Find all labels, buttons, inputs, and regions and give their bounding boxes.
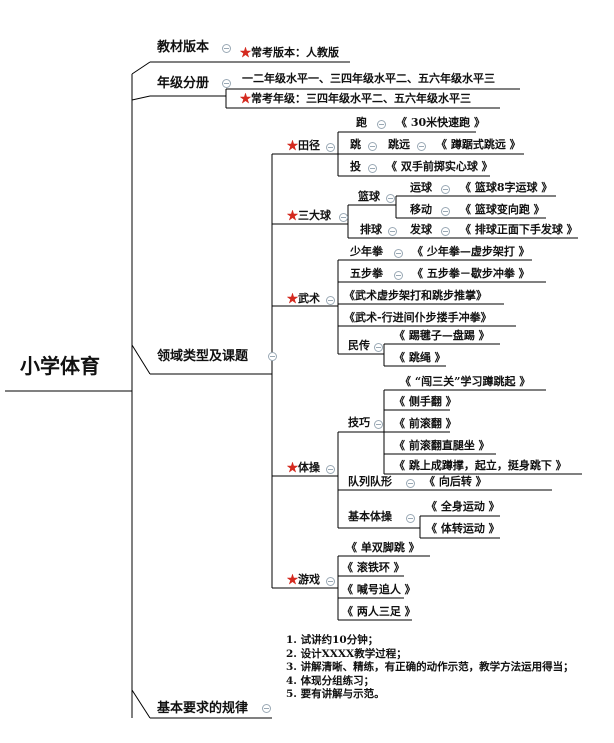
collapse-circle-icon[interactable] bbox=[268, 352, 277, 361]
jump-sub[interactable]: 跳远 bbox=[388, 138, 410, 151]
jump-node[interactable]: 跳 bbox=[350, 138, 361, 151]
collapse-circle-icon[interactable] bbox=[222, 79, 231, 88]
grades-item-common-label: 常考年级：三四年级水平二、五六年级水平三 bbox=[251, 92, 471, 105]
collapse-circle-icon[interactable] bbox=[388, 227, 397, 236]
queue-topic[interactable]: 《 向后转 》 bbox=[424, 475, 487, 488]
balls-label: 三大球 bbox=[298, 209, 331, 222]
collapse-circle-icon[interactable] bbox=[222, 44, 231, 53]
collapse-circle-icon[interactable] bbox=[262, 704, 271, 713]
collapse-circle-icon[interactable] bbox=[394, 249, 403, 258]
games-topic-1[interactable]: 《 单双脚跳 》 bbox=[346, 541, 420, 554]
collapse-circle-icon[interactable] bbox=[386, 194, 395, 203]
throw-node[interactable]: 投 bbox=[350, 160, 361, 173]
run-topic[interactable]: 《 30米快速跑 》 bbox=[396, 116, 485, 129]
red-star-icon: ★ bbox=[287, 573, 298, 586]
domains-node[interactable]: 领域类型及课题 bbox=[157, 349, 249, 364]
serve-topic[interactable]: 《 排球正面下手发球 》 bbox=[460, 223, 578, 236]
jump-topic[interactable]: 《 蹲踞式跳远 》 bbox=[436, 138, 521, 151]
rule-item: 4. 体现分组练习； bbox=[286, 674, 375, 687]
skill-topic-3[interactable]: 《 前滚翻 》 bbox=[394, 417, 457, 430]
games-label: 游戏 bbox=[298, 573, 320, 586]
root-node[interactable]: 小学体育 bbox=[20, 354, 100, 378]
collapse-circle-icon[interactable] bbox=[326, 465, 335, 474]
skill-topic-2[interactable]: 《 侧手翻 》 bbox=[394, 395, 457, 408]
edition-item[interactable]: ★常考版本：人教版 bbox=[240, 46, 339, 60]
gym-node[interactable]: ★体操 bbox=[287, 461, 320, 475]
athletics-label: 田径 bbox=[298, 139, 320, 152]
rules-text: 1. 试讲约10分钟； 2. 设计XXXX教学过程； 3. 讲解清晰、精练，有正… bbox=[286, 634, 586, 702]
shaonian-node[interactable]: 少年拳 bbox=[350, 245, 383, 258]
athletics-node[interactable]: ★田径 bbox=[287, 139, 320, 153]
red-star-icon: ★ bbox=[287, 209, 298, 222]
collapse-circle-icon[interactable] bbox=[368, 164, 377, 173]
throw-topic[interactable]: 《 双手前掷实心球 》 bbox=[386, 160, 493, 173]
gym-label: 体操 bbox=[298, 461, 320, 474]
collapse-circle-icon[interactable] bbox=[368, 142, 377, 151]
games-node[interactable]: ★游戏 bbox=[287, 573, 320, 587]
run-node[interactable]: 跑 bbox=[356, 116, 367, 129]
games-topic-3[interactable]: 《 喊号追人 》 bbox=[342, 583, 416, 596]
basic-topic-2[interactable]: 《 体转运动 》 bbox=[426, 522, 500, 535]
edition-item-label: 常考版本：人教版 bbox=[251, 46, 339, 59]
move-topic[interactable]: 《 篮球变向跑 》 bbox=[460, 203, 545, 216]
folk-topic-2[interactable]: 《 跳绳 》 bbox=[394, 351, 446, 364]
collapse-circle-icon[interactable] bbox=[394, 271, 403, 280]
folk-node[interactable]: 民传 bbox=[348, 339, 370, 352]
skill-topic-1[interactable]: 《 “闯三关”学习蹲跳起 》 bbox=[400, 375, 531, 388]
wushu-topic-1[interactable]: 《武术虚步架打和跳步推掌》 bbox=[344, 289, 487, 302]
collapse-circle-icon[interactable] bbox=[377, 120, 386, 129]
rule-item: 5. 要有讲解与示范。 bbox=[286, 688, 385, 700]
collapse-circle-icon[interactable] bbox=[441, 207, 450, 216]
grades-item-all[interactable]: 一二年级水平一、三四年级水平二、五六年级水平三 bbox=[242, 72, 495, 85]
collapse-circle-icon[interactable] bbox=[374, 343, 383, 352]
grades-item-common[interactable]: ★常考年级：三四年级水平二、五六年级水平三 bbox=[240, 92, 471, 106]
collapse-circle-icon[interactable] bbox=[406, 479, 415, 488]
rule-item: 3. 讲解清晰、精练，有正确的动作示范，教学方法运用得当； bbox=[286, 661, 574, 673]
rule-item: 2. 设计XXXX教学过程； bbox=[286, 647, 407, 660]
red-star-icon: ★ bbox=[240, 46, 251, 59]
basic-topic-1[interactable]: 《 全身运动 》 bbox=[426, 500, 500, 513]
grades-node[interactable]: 年级分册 bbox=[157, 76, 210, 91]
serve-node[interactable]: 发球 bbox=[410, 223, 432, 236]
red-star-icon: ★ bbox=[240, 92, 251, 105]
folk-topic-1[interactable]: 《 踢毽子—盘踢 》 bbox=[394, 329, 490, 342]
skill-node[interactable]: 技巧 bbox=[348, 416, 370, 429]
games-topic-4[interactable]: 《 两人三足 》 bbox=[342, 605, 416, 618]
rules-node[interactable]: 基本要求的规律 bbox=[157, 701, 249, 716]
dribble-topic[interactable]: 《 篮球8字运球 》 bbox=[460, 181, 553, 194]
collapse-circle-icon[interactable] bbox=[326, 143, 335, 152]
collapse-circle-icon[interactable] bbox=[441, 227, 450, 236]
move-node[interactable]: 移动 bbox=[410, 203, 432, 216]
collapse-circle-icon[interactable] bbox=[326, 577, 335, 586]
wushu-node[interactable]: ★武术 bbox=[287, 292, 320, 306]
skill-topic-5[interactable]: 《 跳上成蹲撑，起立，挺身跳下 》 bbox=[394, 459, 567, 472]
wushu-label: 武术 bbox=[298, 292, 320, 305]
red-star-icon: ★ bbox=[287, 139, 298, 152]
collapse-circle-icon[interactable] bbox=[406, 514, 415, 523]
collapse-circle-icon[interactable] bbox=[374, 420, 383, 429]
collapse-circle-icon[interactable] bbox=[417, 142, 426, 151]
collapse-circle-icon[interactable] bbox=[441, 185, 450, 194]
wubu-node[interactable]: 五步拳 bbox=[350, 267, 383, 280]
queue-node[interactable]: 队列队形 bbox=[348, 475, 392, 488]
basic-node[interactable]: 基本体操 bbox=[348, 510, 392, 523]
red-star-icon: ★ bbox=[287, 292, 298, 305]
collapse-circle-icon[interactable] bbox=[339, 213, 348, 222]
red-star-icon: ★ bbox=[287, 461, 298, 474]
skill-topic-4[interactable]: 《 前滚翻直腿坐 》 bbox=[394, 439, 490, 452]
edition-node[interactable]: 教材版本 bbox=[157, 40, 210, 55]
games-topic-2[interactable]: 《 滚铁环 》 bbox=[342, 561, 405, 574]
dribble-node[interactable]: 运球 bbox=[410, 181, 432, 194]
volleyball-node[interactable]: 排球 bbox=[360, 223, 382, 236]
rule-item: 1. 试讲约10分钟； bbox=[286, 634, 379, 646]
balls-node[interactable]: ★三大球 bbox=[287, 209, 331, 223]
basketball-node[interactable]: 篮球 bbox=[358, 190, 380, 203]
collapse-circle-icon[interactable] bbox=[326, 296, 335, 305]
shaonian-topic[interactable]: 《 少年拳—虚步架打 》 bbox=[412, 245, 530, 258]
wubu-topic[interactable]: 《 五步拳－歇步冲拳 》 bbox=[412, 267, 530, 280]
wushu-topic-2[interactable]: 《武术-行进间仆步搂手冲拳》 bbox=[344, 311, 492, 324]
